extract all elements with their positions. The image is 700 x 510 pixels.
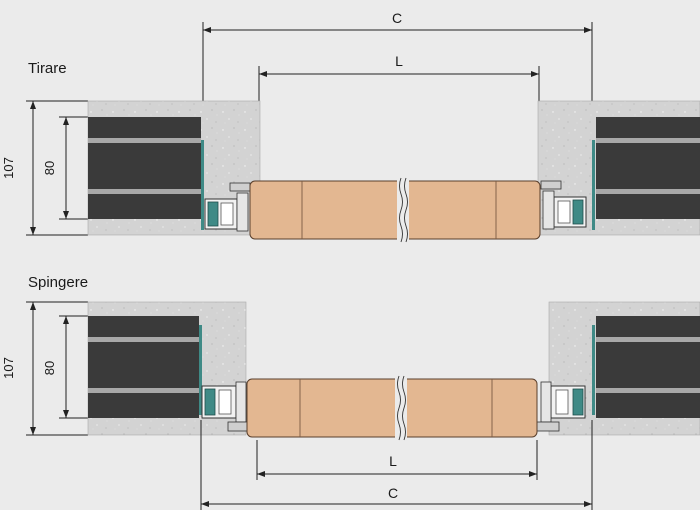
section-pull: Tirare C L 107 bbox=[1, 10, 700, 243]
inner-depth-label: 80 bbox=[42, 361, 57, 375]
door-leaf bbox=[246, 375, 538, 441]
inner-depth-label: 80 bbox=[42, 161, 57, 175]
overall-dimension-label: C bbox=[392, 10, 402, 26]
inner-depth-dimension: 80 bbox=[42, 116, 88, 220]
outer-depth-label: 107 bbox=[1, 357, 16, 379]
right-frame-profile bbox=[540, 180, 587, 230]
overall-dimension-label: C bbox=[388, 485, 398, 501]
door-leaf bbox=[249, 177, 541, 243]
inner-depth-dimension: 80 bbox=[42, 315, 88, 419]
left-wall bbox=[87, 301, 247, 436]
opening-dimension-label: L bbox=[389, 453, 397, 469]
left-frame-profile bbox=[201, 381, 251, 432]
outer-depth-dimension: 107 bbox=[1, 301, 88, 436]
outer-depth-label: 107 bbox=[1, 157, 16, 179]
right-wall bbox=[548, 301, 700, 436]
section-push: Spingere 107 80 bbox=[1, 274, 700, 510]
left-wall bbox=[87, 100, 261, 236]
opening-dimension: L bbox=[256, 440, 538, 480]
outer-depth-dimension: 107 bbox=[1, 100, 88, 236]
left-frame-profile bbox=[204, 182, 251, 232]
section-title: Spingere bbox=[28, 274, 88, 291]
right-frame-profile bbox=[536, 381, 586, 432]
section-title: Tirare bbox=[28, 60, 67, 77]
overall-dimension: C bbox=[200, 420, 593, 510]
opening-dimension: L bbox=[258, 53, 540, 101]
opening-dimension-label: L bbox=[395, 53, 403, 69]
overall-dimension: C bbox=[202, 10, 593, 101]
